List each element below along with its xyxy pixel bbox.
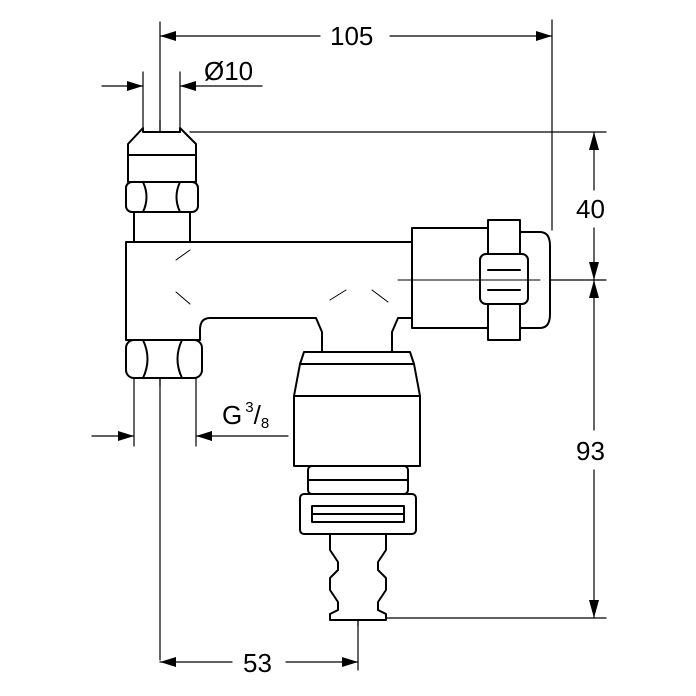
valve-body: [125, 127, 551, 621]
side-hex-flat: [479, 253, 529, 305]
arrow-40-top: [589, 132, 599, 150]
arrow-93-bottom: [589, 600, 599, 618]
thread-denominator: 8: [260, 415, 270, 432]
arrow-105-left: [160, 31, 176, 41]
arrow-53-right: [342, 657, 358, 667]
dim-pipe-diameter-label: Ø10: [204, 56, 254, 86]
arrow-93-top: [589, 280, 599, 298]
main-body: [125, 241, 413, 353]
hose-barb: [329, 533, 387, 621]
arrow-53-left: [160, 657, 176, 667]
thread-letter: G: [222, 400, 243, 430]
lower-housing: [293, 395, 421, 467]
internal-lines: [175, 249, 541, 305]
dim-height-upper-label: 40: [576, 194, 605, 224]
arrow-40-bottom: [589, 262, 599, 280]
arrow-105-right: [536, 31, 552, 41]
arrow-g-right: [196, 431, 212, 441]
arrow-d10-left: [127, 81, 143, 91]
dim-outlet-offset-label: 53: [243, 648, 272, 678]
dim-overall-width-label: 105: [330, 21, 374, 51]
top-hex-nut: [125, 181, 199, 213]
arrow-g-left: [118, 431, 134, 441]
lower-connector-body: [299, 351, 415, 365]
thread-numerator: 3: [245, 399, 254, 416]
bottom-hex-nut: [125, 339, 203, 379]
dim-height-lower-label: 93: [576, 436, 605, 466]
lower-collar: [293, 363, 421, 397]
arrowheads: [118, 31, 599, 667]
top-neck: [133, 211, 191, 243]
side-fitting: [411, 227, 489, 329]
arrow-d10-right: [180, 81, 196, 91]
thread-slash: /: [253, 400, 261, 430]
